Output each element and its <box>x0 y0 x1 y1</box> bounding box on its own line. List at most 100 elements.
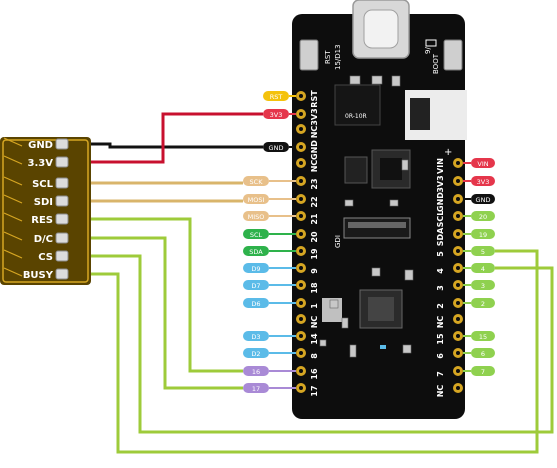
left-tag-3: GND <box>263 142 296 152</box>
pin-hole <box>299 127 303 131</box>
right-tag-2: 3V3 <box>463 176 495 186</box>
board-right-pin-label: 7 <box>436 371 445 377</box>
board-left-pin-label: 21 <box>310 213 319 225</box>
pin-hole <box>456 369 460 373</box>
board-left-pin-label: NC <box>310 160 319 173</box>
tag-label: SDA <box>249 248 263 256</box>
display-pin-label: SCL <box>32 179 54 190</box>
board-left-pin-label: 23 <box>310 178 319 189</box>
mcu-board: RST 15/D13 BOOT 9/ + 0R-10R GDI RST3V3NC… <box>292 0 467 419</box>
tag-bg <box>471 366 495 376</box>
board-left-pin-6: 23 <box>296 176 319 190</box>
display-pin-pad <box>55 250 69 262</box>
regulator-inner <box>380 158 402 180</box>
display-pin-8: BUSY <box>23 268 69 281</box>
tag-bg <box>471 348 495 358</box>
display-pin-label: D/C <box>34 234 53 245</box>
display-pin-7: CS <box>38 250 69 263</box>
display-pcb <box>0 137 91 285</box>
pin-hole <box>299 232 303 236</box>
display-pin-pad <box>55 138 69 150</box>
wire-busy <box>68 249 539 454</box>
right-tag-8: 3 <box>463 280 495 290</box>
rst-button[interactable] <box>299 39 319 71</box>
wire-dc <box>68 236 243 390</box>
display-pin-label: BUSY <box>23 270 54 281</box>
tag-bg <box>243 348 269 358</box>
left-tag-9: D9 <box>243 263 296 273</box>
tag-bg <box>471 263 495 273</box>
tag-bg <box>243 246 269 256</box>
left-tag-10: D7 <box>243 280 296 290</box>
display-traces <box>3 137 23 277</box>
pin-hole <box>299 283 303 287</box>
board-left-pin-1: RST <box>296 90 319 108</box>
smd-component <box>401 159 409 171</box>
left-tag-11: D6 <box>243 298 296 308</box>
tag-label: 20 <box>479 213 487 221</box>
display-pin-2: 3.3V <box>28 156 69 169</box>
board-right-pin-label: SCL <box>436 211 445 228</box>
boot-button[interactable] <box>443 39 463 71</box>
board-right-pin-label: GND <box>436 192 445 212</box>
pin-hole <box>456 334 460 338</box>
tag-label: RST <box>270 93 283 101</box>
board-right-pin-11: 15 <box>436 331 463 345</box>
board-right-pin-7: 4 <box>436 263 463 274</box>
tag-bg <box>243 211 269 221</box>
board-left-pin-16: 8 <box>296 348 319 359</box>
display-pin-label: RES <box>31 215 53 226</box>
board-right-pin-9: 2 <box>436 298 463 309</box>
tag-label: MOSI <box>248 196 265 204</box>
display-pin-pad <box>55 156 69 168</box>
right-tag-5: 19 <box>463 229 495 239</box>
tag-label: D6 <box>251 300 260 308</box>
tag-label: 17 <box>252 385 260 393</box>
board-right-pin-5: SDA <box>436 227 463 246</box>
pin-hole <box>299 94 303 98</box>
tag-label: D3 <box>251 333 260 341</box>
tag-bg <box>243 176 269 186</box>
board-left-pin-2: 3V3 <box>296 108 319 126</box>
display-trace <box>3 137 23 147</box>
right-tag-9: 2 <box>463 298 495 308</box>
right-tag-3: GND <box>463 194 495 204</box>
display-trace <box>3 231 23 241</box>
tag-label: D9 <box>251 265 260 273</box>
display-pin-5: RES <box>31 213 69 226</box>
tag-bg <box>471 176 495 186</box>
pin-hole <box>456 301 460 305</box>
display-pin-1: GND <box>28 138 69 151</box>
left-tag-5: MOSI <box>243 194 296 204</box>
board-left-pin-12: 18 <box>296 280 319 294</box>
pin-hole <box>456 161 460 165</box>
board-right-pin-label: VIN <box>436 158 445 174</box>
smd-component <box>329 299 339 309</box>
left-tag-13: D2 <box>243 348 296 358</box>
tag-bg <box>471 229 495 239</box>
board-left-pin-15: 14 <box>296 331 319 345</box>
board-left-pin-3: NC <box>296 124 319 138</box>
left-tag-12: D3 <box>243 331 296 341</box>
board-right-pin-6: 5 <box>436 246 463 257</box>
display-trace <box>3 249 23 259</box>
smd-component <box>349 75 361 85</box>
battery-icon <box>425 39 437 47</box>
tag-label: MISO <box>248 213 265 221</box>
display-pin-pad <box>55 232 69 244</box>
smd-component <box>349 344 357 358</box>
display-pin-label: CS <box>38 252 53 263</box>
pin-hole <box>299 369 303 373</box>
rst-label: RST <box>324 50 332 64</box>
tag-bg <box>243 263 269 273</box>
mcu-core <box>368 297 394 321</box>
board-left-pin-10: 19 <box>296 246 319 260</box>
wires <box>68 112 554 454</box>
board-left-pin-label: 16 <box>310 368 319 380</box>
pin-hole <box>299 179 303 183</box>
tag-label: 7 <box>481 368 485 376</box>
display-pin-6: D/C <box>34 232 69 245</box>
tag-bg <box>471 280 495 290</box>
board-left-pin-13: 1 <box>296 298 319 309</box>
